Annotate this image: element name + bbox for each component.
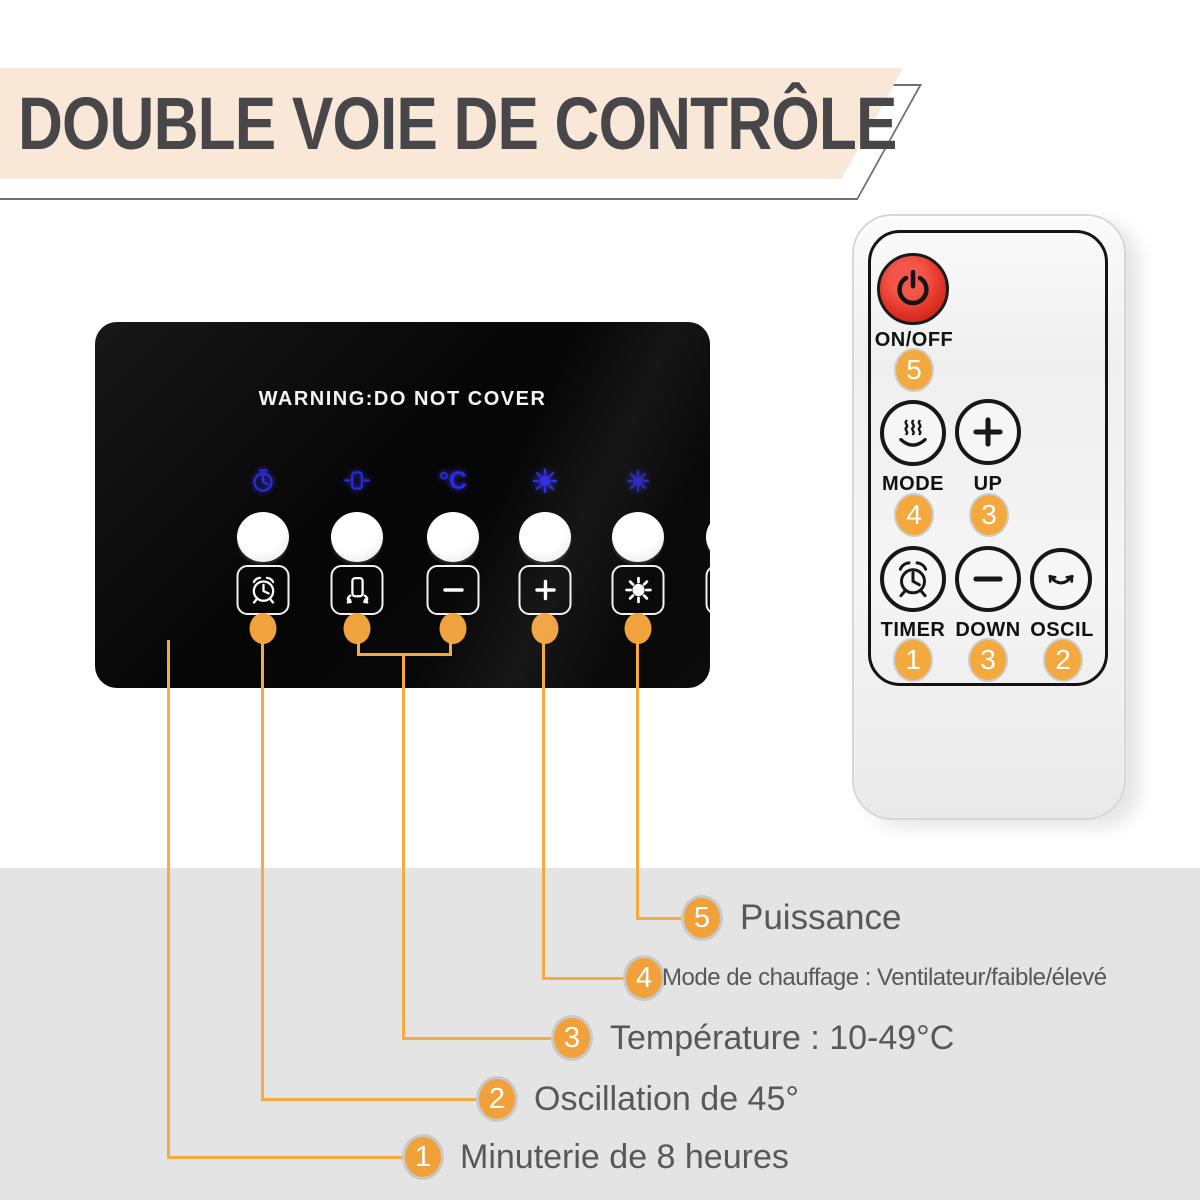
brightness-button[interactable] — [611, 565, 665, 615]
oscillation-led-icon — [342, 466, 372, 496]
legend-label-oscillation: Oscillation de 45° — [534, 1080, 799, 1118]
panel-column-plus — [513, 322, 577, 688]
remote-oscil-button[interactable] — [1030, 548, 1092, 610]
plus-icon — [973, 417, 1003, 447]
remote-power-label: ON/OFF — [874, 329, 954, 351]
remote-oscil-label: OSCIL — [1030, 619, 1094, 641]
callout-line-timer — [166, 640, 170, 1158]
remote-mode-button[interactable] — [880, 400, 946, 466]
power-touch-button[interactable] — [706, 512, 710, 562]
legend-label-puissance: Puissance — [740, 898, 902, 937]
remote-mode-label: MODE — [882, 473, 944, 495]
remote-timer-label: TIMER — [880, 619, 946, 641]
oscillation-touch-button[interactable] — [331, 512, 383, 562]
heat-mode-icon — [899, 419, 927, 447]
callout-line-timer — [166, 1155, 405, 1159]
callout-line-temperature — [401, 1036, 554, 1040]
callout-dot-minus — [439, 613, 467, 644]
oscillate-arrow-icon — [1048, 574, 1074, 585]
callout-line-mode — [541, 640, 545, 979]
legend-badge-temperature: 3 — [551, 1015, 593, 1061]
timer-button[interactable] — [236, 565, 290, 615]
remote-timer-button[interactable] — [880, 546, 946, 612]
callout-line-temperature — [401, 653, 405, 1039]
legend-badge-puissance: 5 — [681, 895, 723, 941]
oscillation-button[interactable] — [330, 565, 384, 615]
legend-background-band — [0, 868, 1200, 1200]
legend-label-minuterie: Minuterie de 8 heures — [460, 1138, 789, 1176]
remote-power-button[interactable] — [877, 253, 949, 325]
callout-line-oscillation — [260, 640, 264, 1101]
minus-touch-button[interactable] — [427, 512, 479, 562]
legend-badge-minuterie: 1 — [402, 1134, 444, 1180]
callout-line-mode — [541, 976, 626, 980]
minus-icon — [973, 576, 1003, 582]
legend-label-mode: Mode de chauffage : Ventilateur/faible/é… — [662, 964, 1107, 991]
callout-line-power — [635, 916, 684, 920]
plus-button[interactable] — [518, 565, 572, 615]
panel-column-minus: °C — [421, 322, 485, 688]
panel-column-timer — [231, 322, 295, 688]
alarm-clock-icon — [898, 561, 928, 598]
sun-dim-led-icon — [623, 466, 653, 496]
remote-down-button[interactable] — [955, 546, 1021, 612]
callout-dot-timer — [249, 613, 277, 644]
legend-label-temperature: Température : 10-49°C — [610, 1019, 955, 1057]
legend-badge-oscillation: 2 — [476, 1076, 518, 1122]
panel-column-power — [700, 322, 710, 688]
callout-dot-plus — [531, 613, 559, 644]
callout-dot-brightness — [624, 613, 652, 644]
timer-led-icon — [248, 466, 278, 496]
power-button[interactable] — [705, 565, 710, 615]
remote-up-button[interactable] — [955, 399, 1021, 465]
callout-line-temperature — [356, 640, 360, 656]
remote-badge-1: 1 — [893, 638, 933, 682]
remote-badge-3: 3 — [969, 493, 1009, 537]
remote-badge-5: 5 — [894, 348, 934, 392]
touch-control-panel: WARNING:DO NOT COVER — [95, 322, 710, 688]
legend-badge-mode: 4 — [623, 955, 665, 1001]
plus-touch-button[interactable] — [519, 512, 571, 562]
panel-column-brightness — [606, 322, 670, 688]
celsius-led-label: °C — [438, 466, 468, 495]
callout-line-temperature — [448, 640, 452, 656]
remote-badge-4: 4 — [894, 493, 934, 537]
power-icon — [897, 269, 929, 306]
remote-control: ON/OFF 5 MODE UP 4 3 — [852, 214, 1126, 820]
callout-line-oscillation — [260, 1097, 479, 1101]
remote-badge-2: 2 — [1043, 638, 1083, 682]
callout-line-power — [635, 640, 639, 919]
brightness-touch-button[interactable] — [612, 512, 664, 562]
remote-badge-3b: 3 — [968, 638, 1008, 682]
timer-touch-button[interactable] — [237, 512, 289, 562]
panel-column-oscillation — [325, 322, 389, 688]
minus-button[interactable] — [426, 565, 480, 615]
sun-bright-led-icon — [530, 466, 560, 496]
remote-inner-outline — [868, 230, 1108, 686]
callout-dot-oscillation — [343, 613, 371, 644]
remote-down-label: DOWN — [955, 619, 1021, 641]
page-title: DOUBLE VOIE DE CONTRÔLE — [18, 82, 897, 165]
remote-up-label: UP — [973, 473, 1003, 495]
warning-text: WARNING:DO NOT COVER — [258, 388, 547, 410]
